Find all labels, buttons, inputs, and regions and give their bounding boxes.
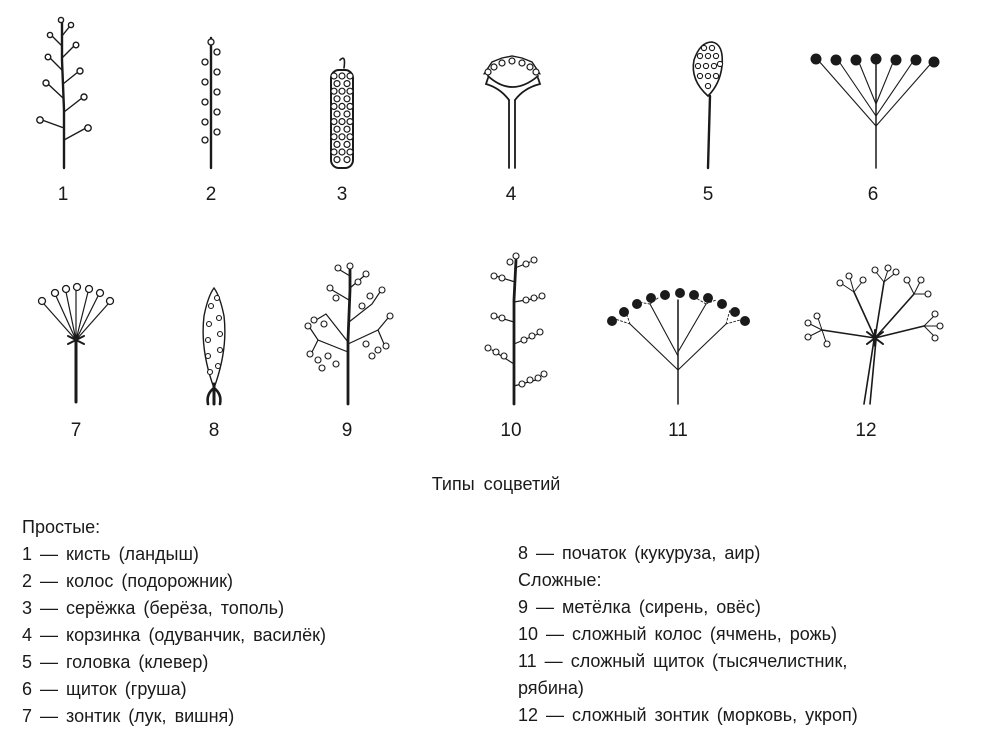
figure-number-4: 4 [505,184,517,205]
catkin-flower [346,148,354,156]
legend-item: 8 — початок (кукуруза, аир) [518,543,761,563]
head-drawing [692,41,724,170]
legend-item: 10 — сложный колос (ячмень, рожь) [518,624,837,644]
catkin-flower [330,148,338,156]
legend-item: 5 — головка (клевер) [22,652,209,672]
catkin-flower [333,95,341,103]
legend-item: рябина) [518,678,584,698]
catkin-flower [330,72,338,80]
catkin-flower [330,102,338,111]
legend-item: 1 — кисть (ландыш) [22,544,199,564]
catkin-flower [338,148,346,156]
catkin-flower [338,72,346,80]
figure-number-1: 1 [57,184,69,205]
legend-item: 6 — щиток (груша) [22,679,187,699]
legend-item: 3 — серёжка (берёза, тополь) [22,598,285,618]
catkin-flower [343,156,351,164]
figure-number-5: 5 [702,184,714,205]
catkin-flower [343,79,351,88]
compound-umbel-drawing [804,264,944,405]
legend-item: 7 — зонтик (лук, вишня) [22,706,235,726]
figure-caption: Типы соцветий [431,474,561,494]
catkin-flower [343,95,351,103]
figure-number-3: 3 [336,184,348,205]
legend-complex: 8 — початок (кукуруза, аир) Сложные: 9 —… [518,540,858,729]
catkin-flower [343,140,351,148]
figure-number-10: 10 [500,420,522,441]
figure-number-9: 9 [341,420,353,441]
catkin-flower [346,133,354,141]
figure-number-6: 6 [867,184,879,205]
legend-item: 9 — метёлка (сирень, овёс) [518,597,761,617]
catkin-flower [333,110,341,118]
catkin-flower [343,125,351,133]
raceme-drawing [36,16,92,170]
catkin-flower [346,117,354,126]
catkin-flower [346,102,354,111]
catkin-flower [338,87,346,95]
catkin-flower [330,133,338,141]
figure-number-8: 8 [208,420,220,441]
catkin-flower [338,133,346,141]
umbel-drawing [37,282,115,404]
legend-item: 12 — сложный зонтик (морковь, укроп) [518,705,858,725]
legend-item: 2 — колос (подорожник) [22,571,234,591]
catkin-flower [333,79,341,88]
figure-number-7: 7 [70,420,82,441]
legend-simple-header: Простые: [22,517,101,537]
catkin-flower [330,87,338,95]
catkin-flower [338,117,346,126]
panicle-drawing [304,262,394,406]
corymb-drawing [810,53,940,169]
catkin-flower [346,87,354,95]
compound-corymb-drawing [607,288,750,405]
figure-number-2: 2 [205,184,217,205]
catkin-flower [333,125,341,133]
legend-item: 4 — корзинка (одуванчик, василёк) [22,625,326,645]
figure-number-12: 12 [855,420,877,441]
legend-item: 11 — сложный щиток (тысячелистник, [518,651,848,671]
capitulum-drawing [483,55,542,169]
catkin-drawing [330,57,354,169]
compound-spike-drawing [484,252,548,406]
catkin-flower [338,102,346,111]
catkin-flower [333,156,341,164]
spadix-drawing [202,286,226,406]
figure-number-11: 11 [668,420,688,441]
spike-drawing [201,36,221,170]
catkin-flower [343,110,351,118]
catkin-flower [346,72,354,80]
legend-complex-header: Сложные: [518,570,602,590]
catkin-flower [330,117,338,126]
catkin-flower [333,140,341,148]
legend-simple: Простые: 1 — кисть (ландыш) 2 — колос (п… [22,514,326,730]
